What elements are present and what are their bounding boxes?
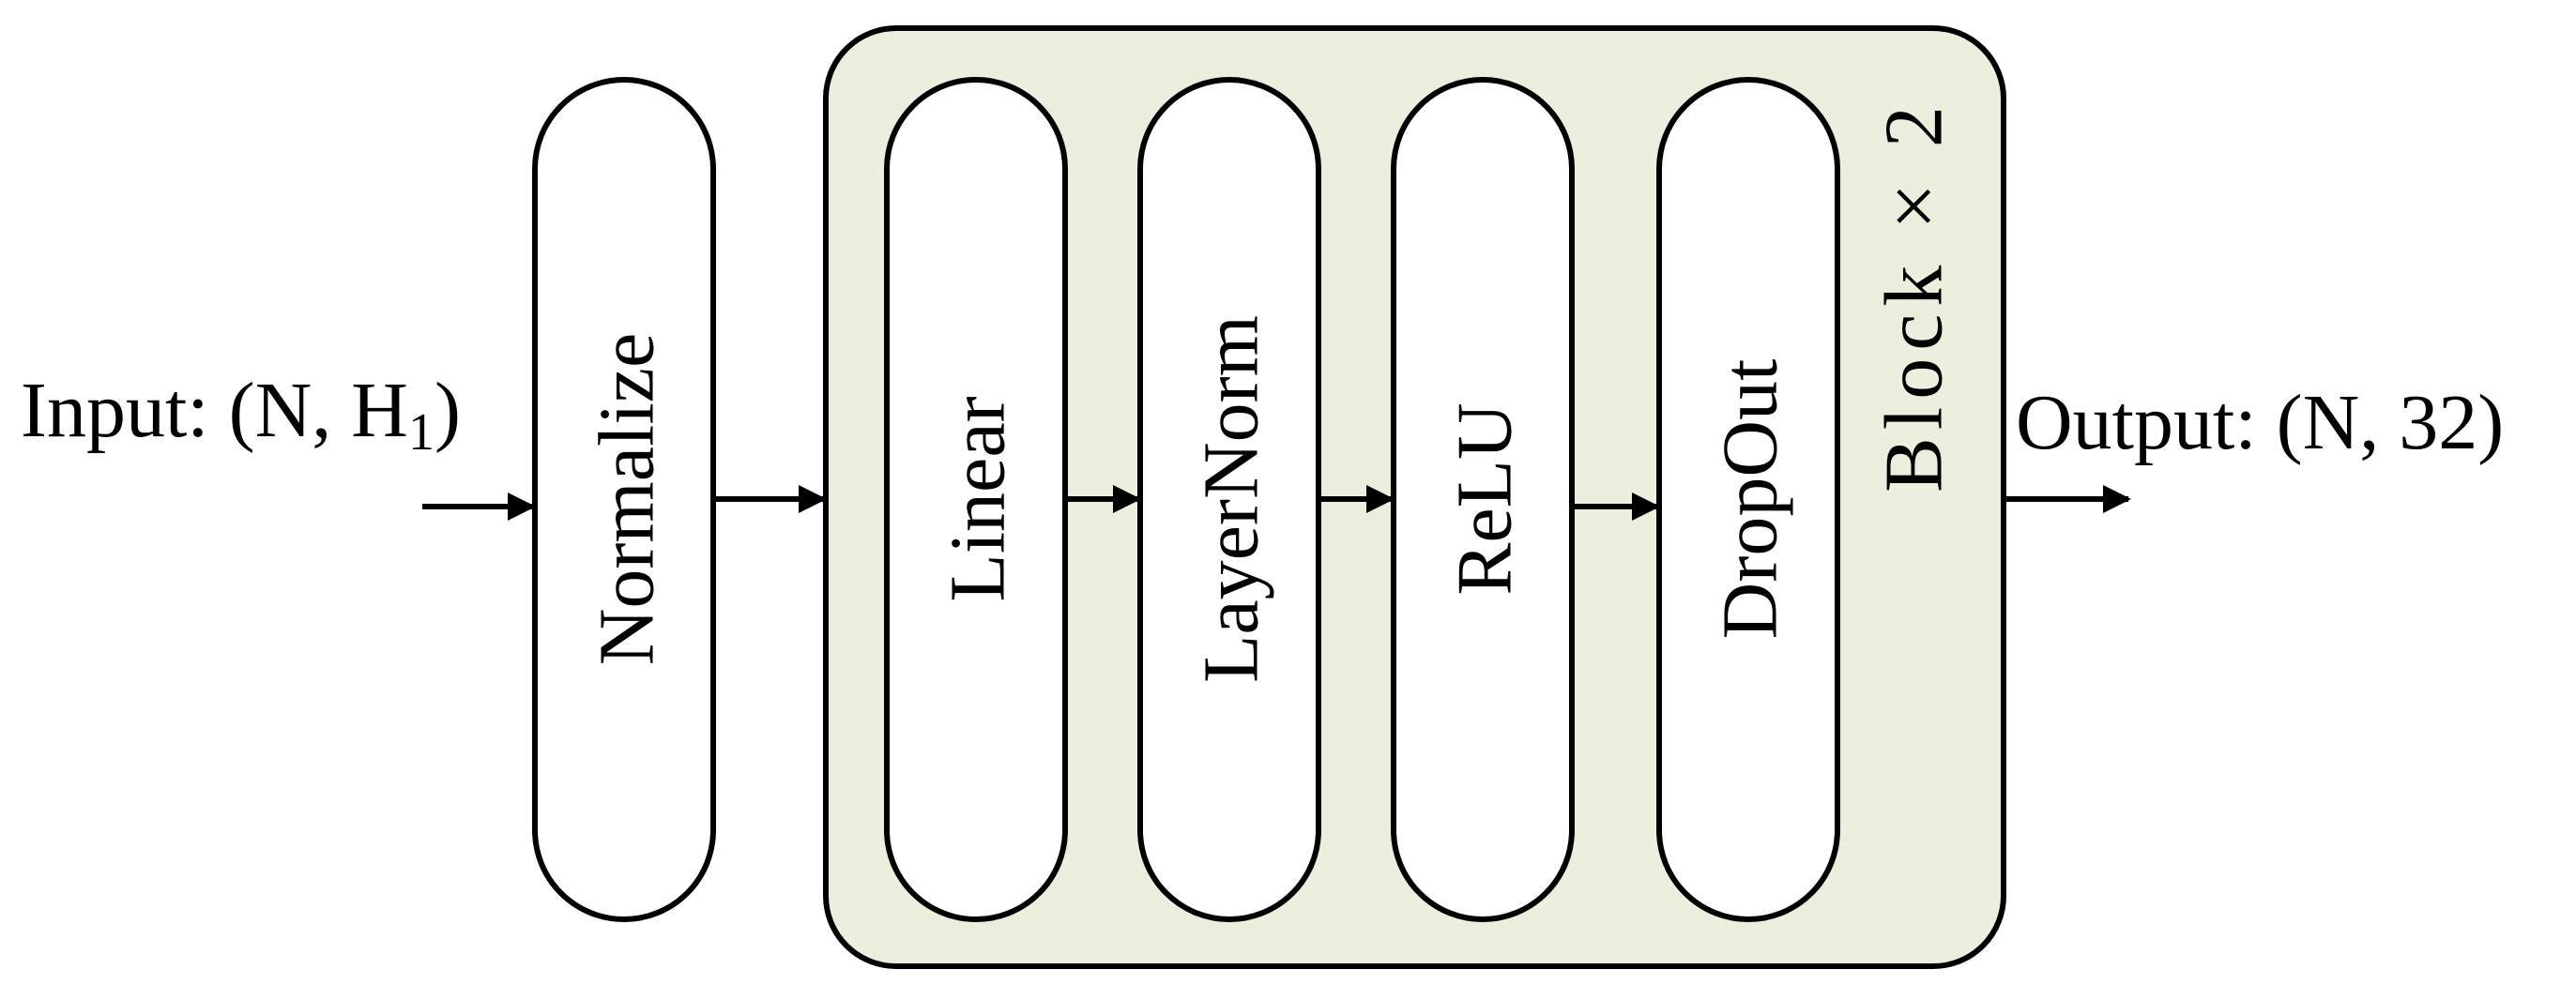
- input-label-subscript: 1: [408, 403, 434, 462]
- layer-label-dropout: DropOut: [1707, 359, 1794, 640]
- input-label-prefix: Input: (N, H: [21, 367, 408, 454]
- layer-label-layernorm: LayerNorm: [1188, 315, 1275, 683]
- input-label: Input: (N, H1): [21, 367, 461, 462]
- layer-label-relu: ReLU: [1441, 402, 1529, 595]
- input-label-suffix: ): [434, 367, 461, 454]
- normalize-label: Normalize: [584, 333, 671, 666]
- output-label: Output: (N, 32): [2016, 379, 2504, 466]
- layer-box-relu: ReLU: [1391, 77, 1575, 922]
- layer-box-linear: Linear: [884, 77, 1068, 922]
- normalize-box: Normalize: [532, 77, 716, 922]
- layer-box-dropout: DropOut: [1656, 77, 1840, 922]
- layer-label-linear: Linear: [935, 396, 1022, 601]
- layer-box-layernorm: LayerNorm: [1137, 77, 1321, 922]
- block-repeat-label: Block × 2: [1869, 98, 1960, 492]
